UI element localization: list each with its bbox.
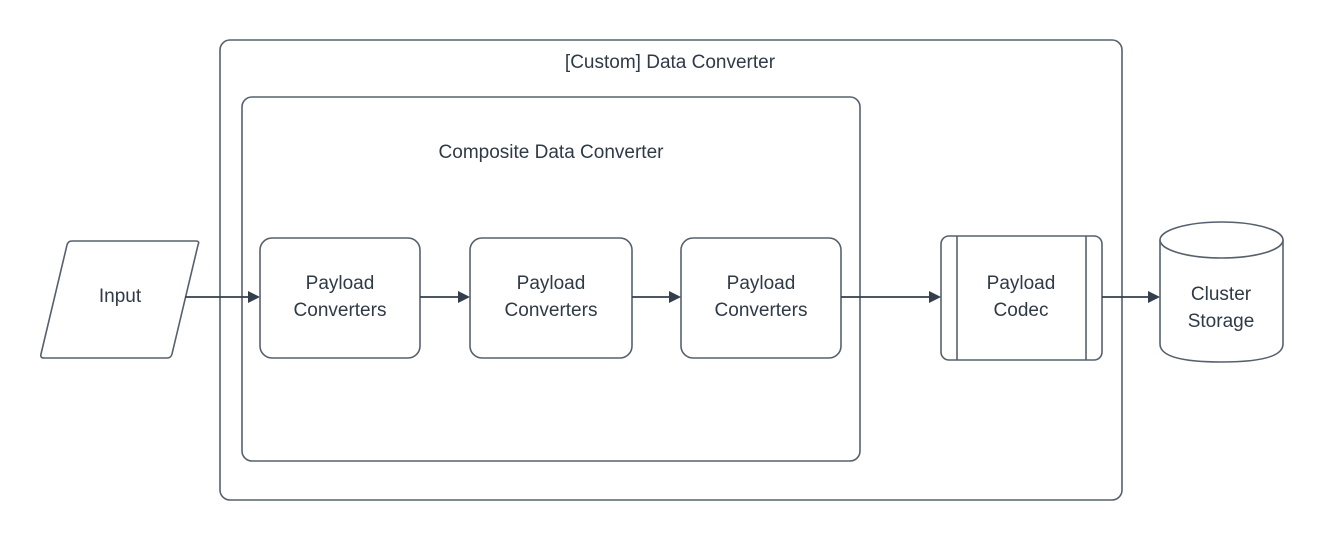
payload-converters-3-label-line1: Payload: [727, 273, 796, 294]
composite-data-converter-title: Composite Data Converter: [439, 142, 665, 163]
payload-codec-label-line1: Payload: [987, 273, 1056, 294]
payload-converters-2-label-line1: Payload: [517, 273, 586, 294]
edge-payload-converters-2-to-3: [632, 291, 681, 303]
input-label: Input: [99, 286, 142, 307]
input-node[interactable]: [40, 240, 200, 359]
edge-payload-converters-3-to-payload-codec: [841, 291, 941, 303]
composite-data-converter-container[interactable]: [241, 96, 861, 462]
payload-converters-2-label-line2: Converters: [505, 300, 598, 321]
cluster-storage-body[interactable]: [1159, 239, 1284, 363]
payload-converters-1-label-line1: Payload: [306, 273, 375, 294]
custom-data-converter-title: [Custom] Data Converter: [565, 52, 776, 73]
payload-converters-3-label-line2: Converters: [715, 300, 808, 321]
edge-payload-converters-1-to-2: [420, 291, 470, 303]
payload-converters-1-node[interactable]: [259, 237, 421, 359]
payload-converters-1-label-line2: Converters: [294, 300, 387, 321]
payload-codec-node[interactable]: [940, 235, 1103, 361]
cluster-storage-top-ellipse: [1159, 221, 1284, 259]
custom-data-converter-container[interactable]: [219, 39, 1123, 501]
payload-converters-2-node[interactable]: [469, 237, 633, 359]
payload-codec-label-line2: Codec: [994, 300, 1049, 321]
cluster-storage-label-line2: Storage: [1188, 311, 1255, 332]
edge-payload-codec-to-cluster-storage: [1102, 291, 1160, 303]
edge-input-to-payload-converters-1: [185, 291, 260, 303]
payload-converters-3-node[interactable]: [680, 237, 842, 359]
cluster-storage-label-line1: Cluster: [1191, 284, 1252, 305]
